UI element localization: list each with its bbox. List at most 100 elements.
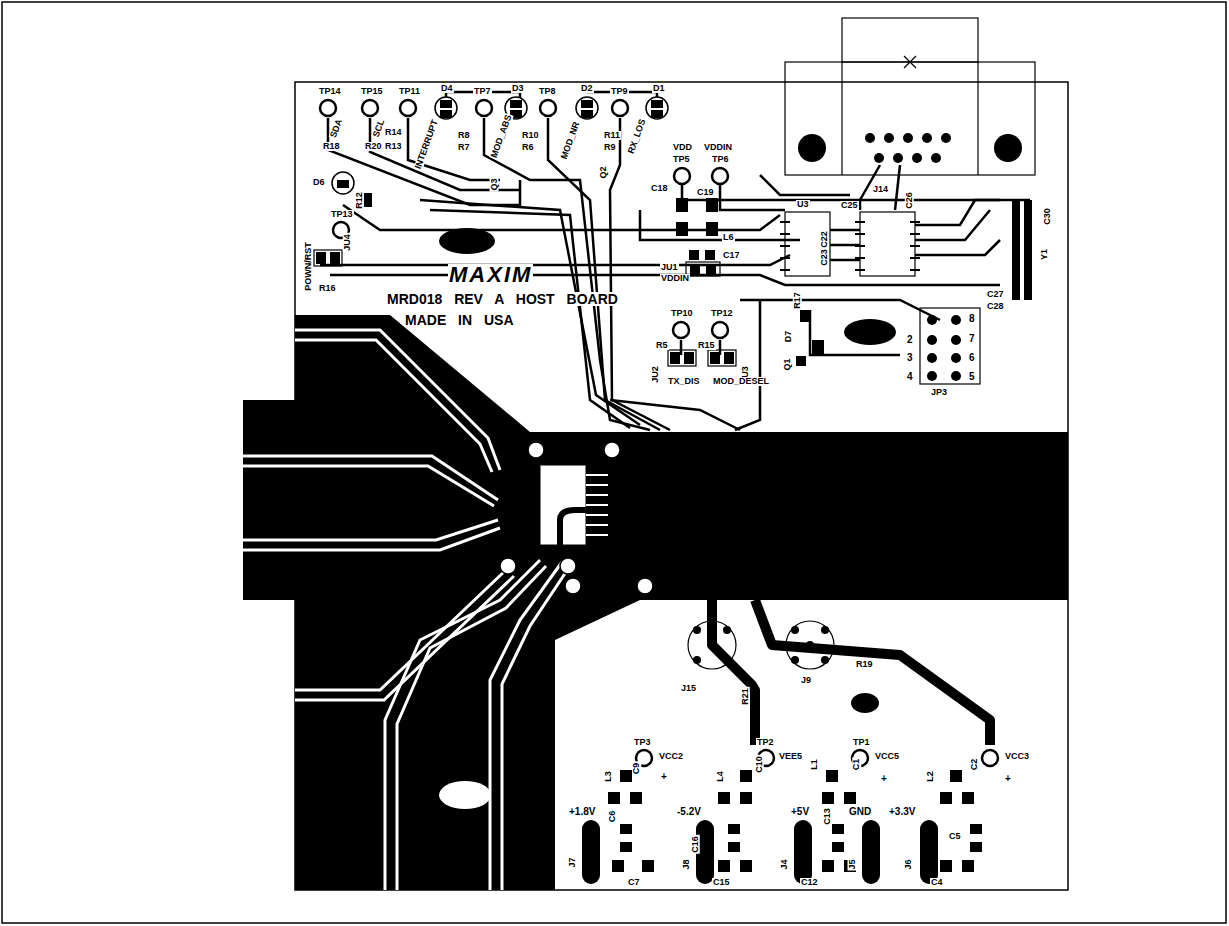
- smd-pad: [364, 193, 372, 207]
- header-pin: [951, 315, 961, 325]
- silkscreen-label: TP7: [473, 87, 492, 96]
- sma-pins: [821, 656, 829, 664]
- silkscreen-label: R19: [855, 660, 874, 669]
- silkscreen-label: +: [880, 774, 888, 784]
- silkscreen-label: TP5: [672, 155, 691, 164]
- led: [435, 97, 457, 119]
- banana-jack: [920, 820, 938, 884]
- jumper: [314, 250, 980, 384]
- connector-pads: [941, 133, 951, 143]
- silkscreen-label: C18: [650, 184, 669, 193]
- silkscreen-label: +: [1004, 774, 1012, 784]
- silkscreen-label: D6: [312, 178, 326, 187]
- silkscreen-label: C9: [632, 762, 641, 776]
- silkscreen-label: C13: [823, 807, 832, 826]
- connector-outline: [904, 56, 916, 68]
- silkscreen-label: +5V: [790, 807, 810, 817]
- silkscreen-label: C16: [691, 835, 700, 854]
- smd-pad: [724, 352, 734, 364]
- smd-pad: [970, 824, 982, 834]
- signal-trace: [680, 340, 683, 355]
- silkscreen-label: C28: [986, 302, 1005, 311]
- silkscreen-label: TP15: [360, 87, 384, 96]
- sma-pins: [791, 656, 799, 664]
- silkscreen-label: J8: [682, 858, 691, 870]
- sma-pins: [693, 626, 701, 634]
- banana-jack: [582, 820, 938, 884]
- smd-pad: [651, 110, 663, 118]
- smd-pad: [705, 250, 715, 260]
- silkscreen-label: TP6: [711, 155, 730, 164]
- ic-chip: [586, 475, 608, 535]
- smd-pad: [822, 860, 834, 872]
- silkscreen-label: D3: [511, 84, 525, 93]
- silkscreen-label: L3: [604, 770, 613, 783]
- connector-pads: [912, 153, 922, 163]
- smd-pad: [812, 340, 824, 354]
- silkscreen-label: TP10: [670, 309, 694, 318]
- via: [500, 558, 516, 574]
- signal-trace: [610, 400, 740, 430]
- ic-pins: [855, 221, 865, 223]
- copper-pour: [243, 315, 1068, 890]
- differential-pairs: [295, 340, 492, 472]
- header-pin: [951, 371, 961, 381]
- silkscreen-label: GND: [848, 807, 872, 817]
- smd-pad: [800, 310, 810, 322]
- jumper: [314, 250, 342, 266]
- silkscreen-label: -5.2V: [676, 807, 702, 817]
- silkscreen-label: Y1: [1040, 248, 1049, 261]
- ic-chip: [586, 504, 608, 506]
- silkscreen-label: J4: [780, 858, 789, 870]
- smd-pad: [651, 100, 663, 108]
- differential-pairs: [243, 528, 500, 550]
- ic-outline: [785, 212, 830, 276]
- mounting-hole: [851, 693, 879, 713]
- ic-pins: [780, 257, 790, 259]
- connector-outline: [785, 62, 1035, 175]
- sma-connector: [786, 621, 834, 669]
- ic-outline: [785, 212, 915, 276]
- differential-pairs: [243, 520, 498, 540]
- sma-pins: [693, 656, 701, 664]
- test-point: [674, 168, 690, 184]
- smd-pad: [620, 770, 632, 782]
- ic-pins: [855, 233, 865, 235]
- board-marking: MRD018 REV A HOST BOARD: [386, 292, 619, 306]
- silkscreen-label: D7: [784, 330, 793, 344]
- ic-pins: [780, 233, 790, 235]
- smd-pad: [316, 252, 326, 264]
- smd-pad: [950, 770, 962, 782]
- test-point: [320, 100, 998, 766]
- silkscreen-label: C10: [755, 755, 764, 774]
- ic-pins: [910, 221, 920, 223]
- connector-pads: [865, 133, 875, 143]
- via: [560, 558, 576, 574]
- banana-jack: [862, 820, 880, 884]
- via: [604, 442, 620, 458]
- connector-pads: [798, 134, 826, 162]
- connector-pads: [931, 153, 941, 163]
- banana-jack: [582, 820, 600, 884]
- test-point: [320, 100, 336, 116]
- ic-pins: [910, 269, 920, 271]
- differential-pairs: [243, 466, 494, 506]
- signal-trace: [895, 165, 900, 210]
- silkscreen-label: VCC3: [1004, 752, 1030, 761]
- smd-pad: [728, 824, 740, 834]
- silkscreen-label: JP3: [930, 388, 948, 397]
- banana-jack: [794, 820, 812, 884]
- header-pin: [927, 315, 961, 381]
- jumper: [668, 350, 696, 366]
- smd-pad: [706, 198, 718, 212]
- silkscreen-label: R9: [603, 143, 617, 152]
- ic-pins: [780, 222, 920, 270]
- signal-trace: [682, 185, 1030, 200]
- smd-pad: [608, 792, 620, 804]
- silkscreen-label: L4: [716, 770, 725, 783]
- ic-pins: [780, 221, 790, 223]
- silkscreen-label: MOD_NR: [559, 120, 581, 162]
- signal-trace: [320, 92, 1030, 430]
- sma-connector: [688, 621, 736, 669]
